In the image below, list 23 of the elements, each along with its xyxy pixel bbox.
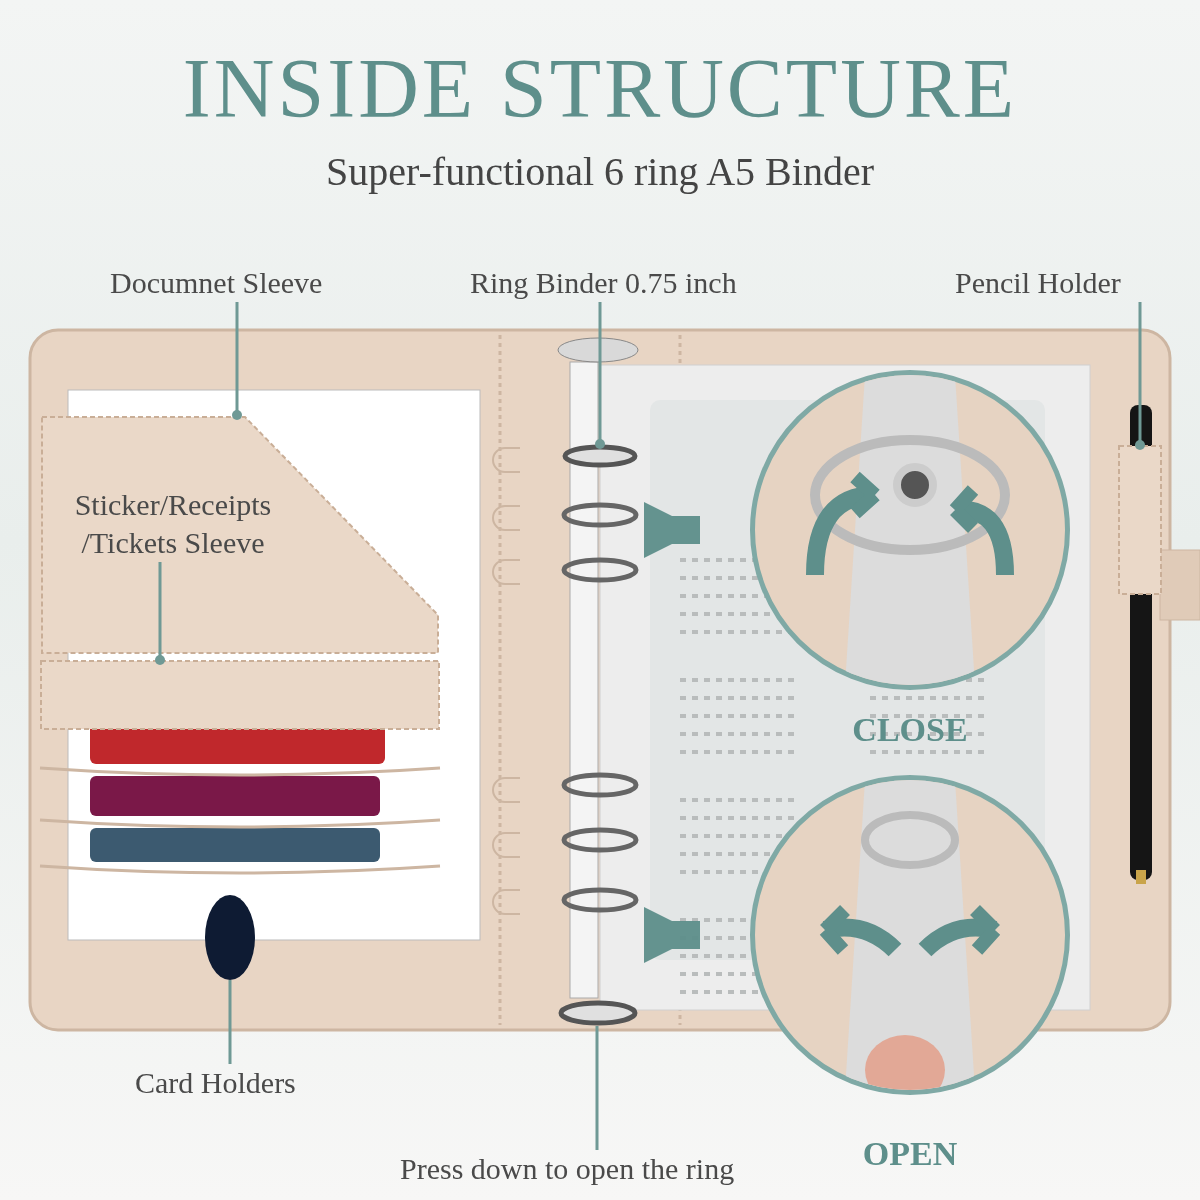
arrow bbox=[644, 907, 700, 963]
ring-release-lever bbox=[558, 1000, 638, 1026]
document-sleeve-pocket bbox=[40, 415, 440, 655]
callout-label: Pencil Holder bbox=[955, 264, 1165, 302]
callout-label: Documnet Sleeve bbox=[110, 264, 323, 302]
subtitle: Super-functional 6 ring A5 Binder bbox=[326, 148, 874, 195]
callout-label: Ring Binder 0.75 inch bbox=[470, 264, 737, 302]
caption-label: CLOSE bbox=[851, 711, 969, 749]
title: INSIDE STRUCTURE bbox=[182, 41, 1018, 137]
receipts-sleeve-pocket bbox=[40, 660, 440, 730]
leader-line bbox=[232, 302, 242, 420]
binder-ring bbox=[562, 444, 638, 468]
leader-line bbox=[155, 562, 165, 665]
arrow bbox=[644, 502, 700, 558]
pencil-holder-loop bbox=[1118, 445, 1162, 595]
callout-label: Card Holders bbox=[135, 1064, 345, 1102]
caption-label: OPEN bbox=[861, 1135, 959, 1173]
leader-line bbox=[1135, 302, 1145, 450]
card-holder-window bbox=[205, 895, 255, 980]
callout-label: Press down to open the ring bbox=[400, 1150, 735, 1188]
leader-line bbox=[228, 980, 232, 1064]
leader-line bbox=[595, 1026, 599, 1150]
leader-line bbox=[595, 302, 605, 449]
